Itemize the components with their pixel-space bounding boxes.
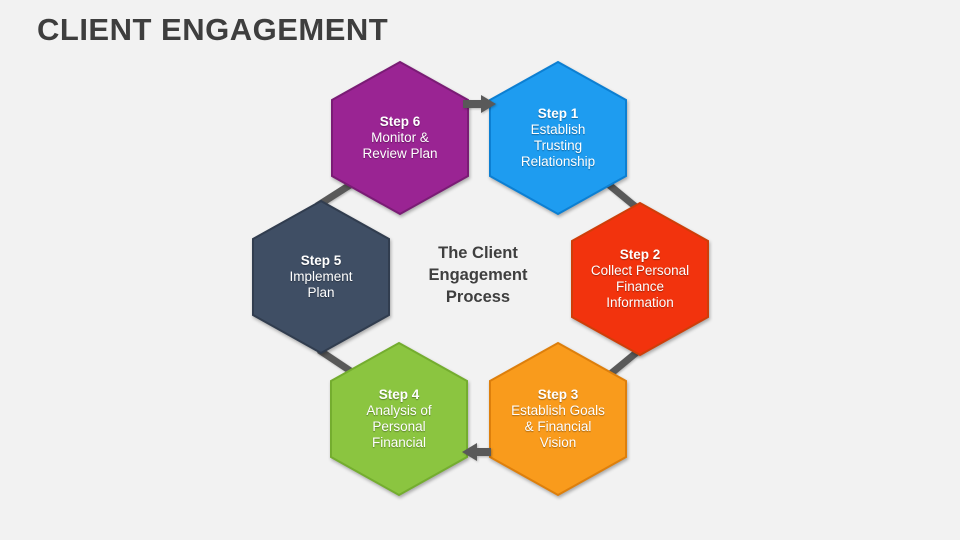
connector-step4-step5 — [317, 347, 354, 375]
hexagon-step-5 — [252, 199, 390, 355]
hexagon-step-1 — [489, 60, 627, 216]
diagram-center-title: The Client Engagement Process — [428, 244, 528, 306]
page-title: CLIENT ENGAGEMENT — [37, 12, 389, 47]
hexagon-step-6 — [331, 60, 469, 216]
hexagon-step-2 — [571, 201, 709, 357]
hexagon-step-4 — [330, 341, 468, 497]
arrow-step3-step4-head — [462, 443, 477, 461]
arrow-step6-step1-head — [481, 95, 496, 113]
hexagon-shapes — [252, 60, 709, 497]
arrow-connectors — [462, 95, 496, 461]
hexagon-step-3 — [489, 341, 627, 497]
